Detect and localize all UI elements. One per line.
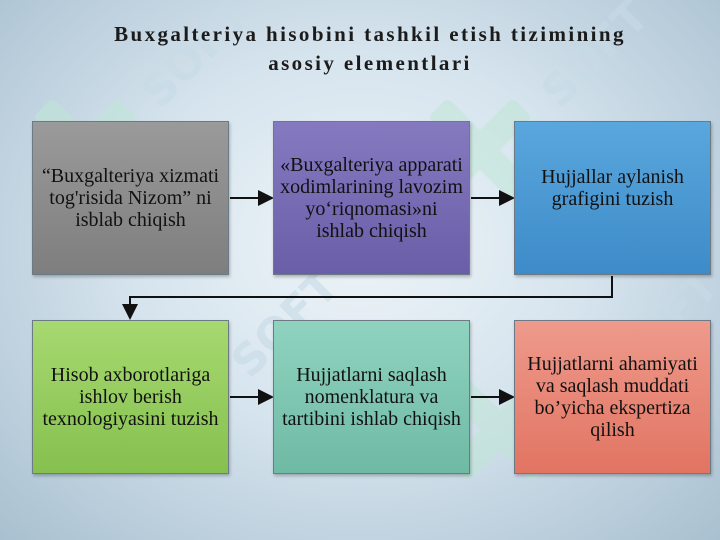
step-label: Hisob axborotlariga ishlov berish texnol… (42, 364, 219, 430)
step-box-ishlov-texnologiyasi: Hisob axborotlariga ishlov berish texnol… (32, 320, 229, 474)
step-label: Hujjatlarni saqlash nomenklatura va tart… (282, 364, 461, 430)
step-box-saqlash-nomenklaturasi: Hujjatlarni saqlash nomenklatura va tart… (273, 320, 470, 474)
title-line-1: Buxgalteriya hisobini tashkil etish tizi… (114, 22, 626, 46)
step-box-nizom: “Buxgalteriya xizmati tog'risida Nizom” … (32, 121, 229, 275)
step-box-lavozim-yoriqnomasi: «Buxgalteriya apparati xodimlarining lav… (273, 121, 470, 275)
title-line-2: asosiy elementlari (268, 51, 472, 75)
step-box-hujjat-aylanish-grafigi: Hujjallar aylanish grafigini tuzish (514, 121, 711, 275)
step-label: «Buxgalteriya apparati xodimlarining lav… (280, 154, 463, 242)
diagram-title: Buxgalteriya hisobini tashkil etish tizi… (40, 20, 700, 78)
step-label: “Buxgalteriya xizmati tog'risida Nizom” … (41, 165, 220, 231)
step-label: Hujjallar aylanish grafigini tuzish (541, 166, 684, 210)
step-label: Hujjatlarni ahamiyati va saqlash muddati… (527, 353, 698, 441)
step-box-ekspertiza: Hujjatlarni ahamiyati va saqlash muddati… (514, 320, 711, 474)
arrow-step3-to-step4 (122, 276, 613, 320)
